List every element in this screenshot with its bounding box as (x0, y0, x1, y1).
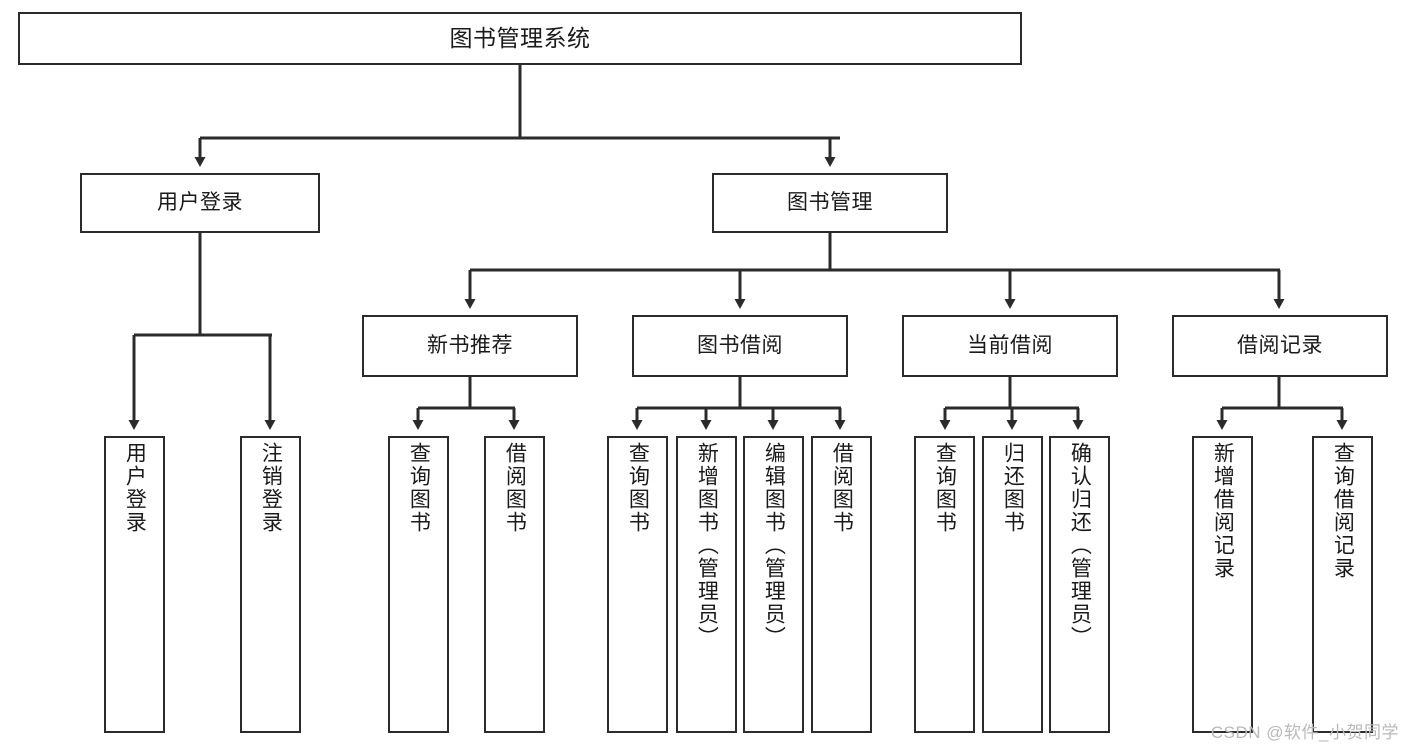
node-leaf-query-borrow-record[interactable]: 查询借阅记录 (1312, 436, 1373, 733)
node-leaf-query-book-current-label: 查询图书 (933, 442, 957, 534)
node-current-borrow-label: 当前借阅 (967, 333, 1053, 357)
node-new-book-recommend[interactable]: 新书推荐 (362, 315, 578, 377)
node-book-management[interactable]: 图书管理 (712, 173, 948, 233)
node-book-borrow[interactable]: 图书借阅 (632, 315, 848, 377)
node-leaf-borrow-book-label: 借阅图书 (830, 442, 854, 534)
node-leaf-query-book-recommend[interactable]: 查询图书 (388, 436, 449, 733)
node-leaf-logout[interactable]: 注销登录 (240, 436, 301, 733)
node-user-login-label: 用户登录 (157, 190, 243, 214)
node-root[interactable]: 图书管理系统 (18, 12, 1022, 65)
node-leaf-user-login-label: 用户登录 (123, 442, 147, 534)
node-leaf-add-borrow-record-label: 新增借阅记录 (1211, 442, 1235, 580)
node-leaf-borrow-book-recommend-label: 借阅图书 (503, 442, 527, 534)
node-leaf-add-book[interactable]: 新增图书（管理员） (676, 436, 737, 733)
node-leaf-add-borrow-record[interactable]: 新增借阅记录 (1192, 436, 1253, 733)
node-leaf-query-book-recommend-label: 查询图书 (407, 442, 431, 534)
node-leaf-return-book-label: 归还图书 (1001, 442, 1025, 534)
node-leaf-edit-book-label: 编辑图书（管理员） (762, 442, 786, 649)
node-current-borrow[interactable]: 当前借阅 (902, 315, 1118, 377)
node-leaf-confirm-return-label: 确认归还（管理员） (1068, 442, 1092, 649)
node-leaf-query-book-borrow[interactable]: 查询图书 (607, 436, 668, 733)
node-root-label: 图书管理系统 (449, 24, 591, 51)
node-leaf-borrow-book-recommend[interactable]: 借阅图书 (484, 436, 545, 733)
node-leaf-user-login[interactable]: 用户登录 (104, 436, 165, 733)
node-leaf-query-book-borrow-label: 查询图书 (626, 442, 650, 534)
node-leaf-logout-label: 注销登录 (259, 442, 283, 534)
node-leaf-confirm-return[interactable]: 确认归还（管理员） (1049, 436, 1110, 733)
csdn-watermark: CSDN @软件_小贺同学 (1210, 723, 1399, 742)
node-book-borrow-label: 图书借阅 (697, 333, 783, 357)
node-borrow-record[interactable]: 借阅记录 (1172, 315, 1388, 377)
node-leaf-add-book-label: 新增图书（管理员） (695, 442, 719, 649)
node-leaf-borrow-book[interactable]: 借阅图书 (811, 436, 872, 733)
node-user-login[interactable]: 用户登录 (80, 173, 320, 233)
node-new-book-recommend-label: 新书推荐 (427, 333, 513, 357)
node-leaf-return-book[interactable]: 归还图书 (982, 436, 1043, 733)
node-borrow-record-label: 借阅记录 (1237, 333, 1323, 357)
node-leaf-edit-book[interactable]: 编辑图书（管理员） (743, 436, 804, 733)
node-book-management-label: 图书管理 (787, 190, 873, 214)
node-leaf-query-borrow-record-label: 查询借阅记录 (1331, 442, 1355, 580)
node-leaf-query-book-current[interactable]: 查询图书 (914, 436, 975, 733)
